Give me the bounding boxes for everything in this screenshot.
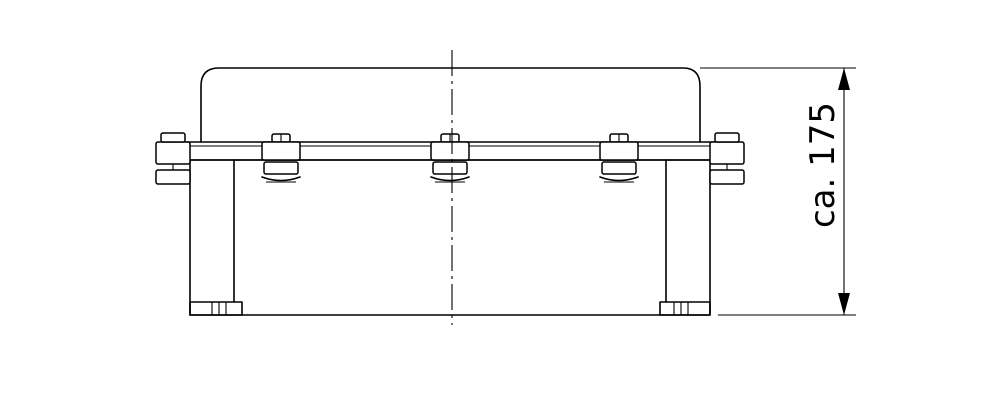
dimension-arrow-bottom (838, 293, 850, 315)
foot-right (659, 301, 711, 316)
mounting-lug-left (155, 132, 191, 185)
lid-screw-3 (599, 133, 639, 183)
enclosure-body (189, 159, 711, 316)
dimension-label: ca. 175 (803, 102, 843, 228)
dimension-arrow-top (838, 68, 850, 90)
lid-screw-1 (261, 133, 301, 183)
mounting-lug-right (709, 132, 745, 185)
foot-left (189, 301, 243, 316)
enclosure-lid (200, 67, 701, 143)
lid-screw-2 (430, 133, 470, 183)
